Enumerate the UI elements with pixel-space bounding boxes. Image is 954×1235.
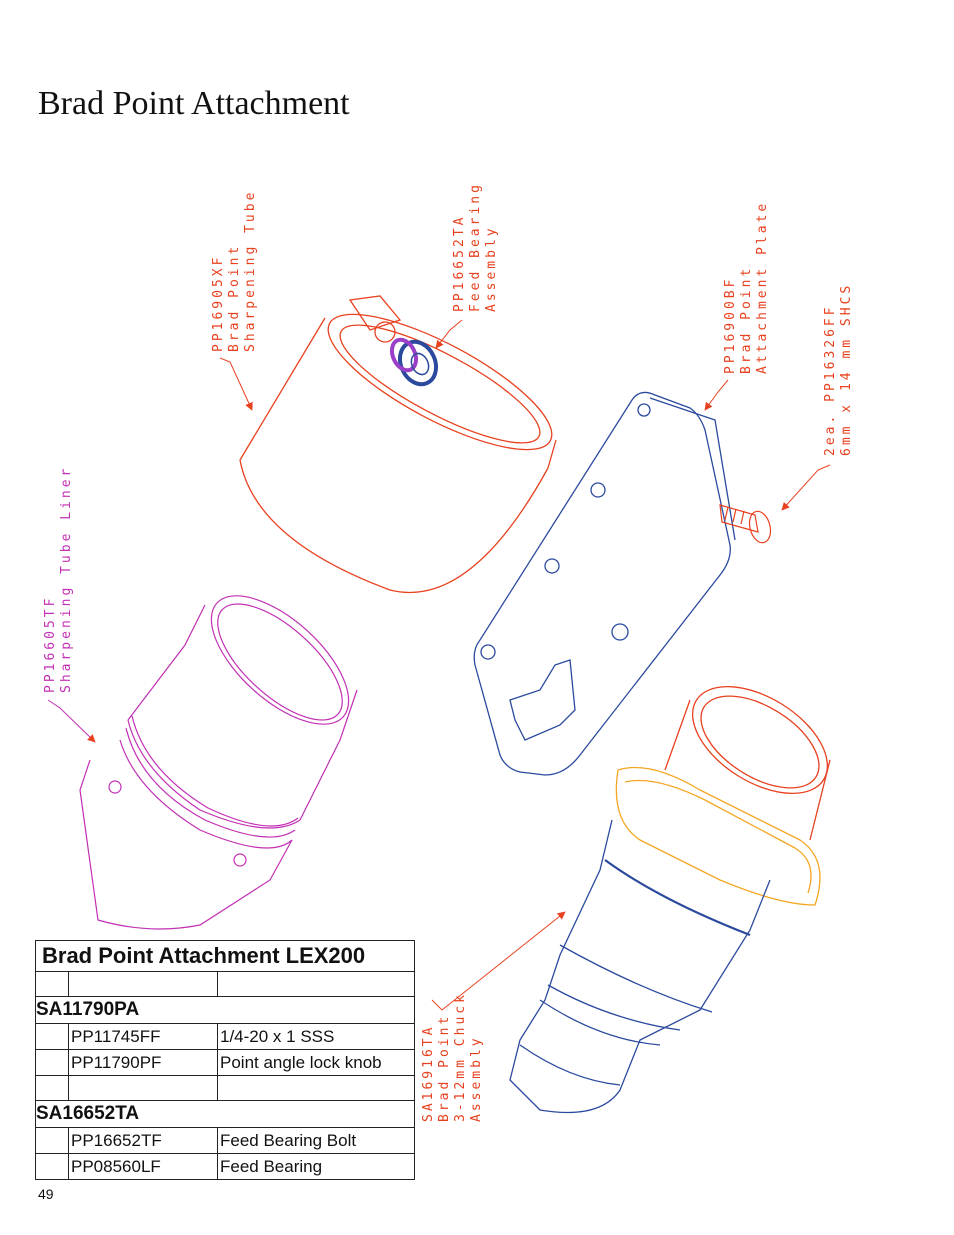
table-row: PP11745FF 1/4-20 x 1 SSS — [35, 1023, 415, 1050]
chuck-assembly-part — [509, 685, 831, 1114]
svg-text:Brad Point: Brad Point — [227, 244, 242, 352]
part-description: 1/4-20 x 1 SSS — [217, 1023, 415, 1050]
callout-tube-liner: PP16605TF Sharpening Tube Liner — [43, 466, 74, 693]
table-group-row: SA16652TA — [35, 1100, 415, 1128]
svg-text:Assembly: Assembly — [469, 1035, 484, 1122]
part-number: PP08560LF — [68, 1153, 218, 1180]
parts-table-title-row: Brad Point Attachment LEX200 — [35, 940, 415, 972]
table-row — [35, 1075, 415, 1101]
table-row: PP08560LF Feed Bearing — [35, 1153, 415, 1180]
svg-text:SA16916TA: SA16916TA — [421, 1025, 436, 1122]
attachment-plate-part — [473, 391, 736, 776]
callout-feed-bearing: PP16652TA Feed Bearing Assembly — [452, 182, 499, 312]
table-row: PP11790PF Point angle lock knob — [35, 1049, 415, 1076]
parts-table: Brad Point Attachment LEX200 SA11790PA P… — [35, 940, 415, 1180]
part-description: Feed Bearing — [217, 1153, 415, 1180]
part-description: Point angle lock knob — [217, 1049, 415, 1076]
callout-chuck-assembly: SA16916TA Brad Point 3-12mm Chuck Assemb… — [421, 992, 484, 1122]
group-name: SA11790PA — [35, 996, 415, 1024]
shcs-screw-part — [719, 504, 772, 544]
part-description: Feed Bearing Bolt — [217, 1127, 415, 1154]
svg-text:PP16605TF: PP16605TF — [43, 596, 58, 693]
svg-text:3-12mm Chuck: 3-12mm Chuck — [453, 992, 468, 1122]
svg-text:Brad Point: Brad Point — [437, 1014, 452, 1122]
part-number: PP11745FF — [68, 1023, 218, 1050]
svg-text:6mm x 14 mm SHCS: 6mm x 14 mm SHCS — [839, 283, 854, 456]
parts-table-title: Brad Point Attachment LEX200 — [35, 940, 415, 972]
callout-sharpening-tube: PP16905XF Brad Point Sharpening Tube — [211, 190, 258, 352]
page-number: 49 — [38, 1186, 54, 1202]
svg-text:PP16652TA: PP16652TA — [452, 215, 467, 312]
sharpening-tube-part — [239, 295, 557, 594]
svg-text:Sharpening Tube Liner: Sharpening Tube Liner — [59, 466, 74, 693]
table-row — [35, 971, 415, 997]
part-number: PP11790PF — [68, 1049, 218, 1076]
svg-text:PP16905XF: PP16905XF — [211, 255, 226, 352]
page-title: Brad Point Attachment — [38, 85, 350, 122]
svg-text:2ea. PP16326FF: 2ea. PP16326FF — [823, 304, 838, 456]
svg-text:Attachment Plate: Attachment Plate — [755, 201, 770, 374]
feed-bearing-part — [389, 337, 438, 387]
svg-text:Brad Point: Brad Point — [739, 266, 754, 374]
table-row: PP16652TF Feed Bearing Bolt — [35, 1127, 415, 1154]
svg-text:Sharpening Tube: Sharpening Tube — [243, 190, 258, 352]
callout-attachment-plate: PP16900BF Brad Point Attachment Plate — [723, 201, 770, 374]
callout-leaders — [47, 319, 831, 1011]
part-number: PP16652TF — [68, 1127, 218, 1154]
group-name: SA16652TA — [35, 1100, 415, 1128]
callout-shcs: 2ea. PP16326FF 6mm x 14 mm SHCS — [823, 283, 854, 456]
svg-text:Feed Bearing: Feed Bearing — [468, 182, 483, 312]
svg-text:Assembly: Assembly — [484, 225, 499, 312]
table-group-row: SA11790PA — [35, 996, 415, 1024]
svg-text:PP16900BF: PP16900BF — [723, 277, 738, 374]
tube-liner-part — [79, 595, 358, 930]
